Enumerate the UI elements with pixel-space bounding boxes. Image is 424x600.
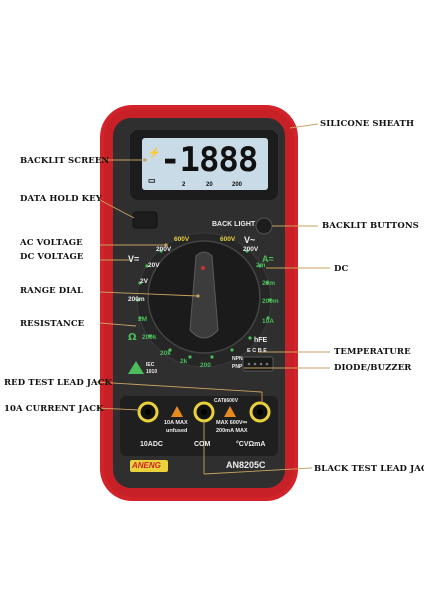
a-dc-symbol: A= — [262, 254, 274, 264]
callout-black-test-lead-jack: BLACK TEST LEAD JACK — [314, 464, 424, 474]
v-ac-symbol: V~ — [244, 235, 256, 245]
range-200v-right: 200V — [243, 246, 259, 253]
range-600v-ac: 600V — [174, 236, 190, 243]
jack-panel — [120, 396, 278, 456]
iec-label: IEC — [146, 362, 155, 368]
range-2v: 2V — [140, 278, 148, 285]
callout-silicone-sheath: SILICONE SHEATH — [320, 119, 415, 129]
port-10adc: 10ADC — [140, 441, 163, 448]
range-200m-a: 200m — [262, 298, 279, 305]
lcd-scale-200: 200 — [232, 182, 243, 188]
dial-knob-grip[interactable] — [189, 251, 219, 339]
hfe-label: hFE — [254, 337, 268, 344]
jack-10a-warning: 10A MAX — [164, 420, 188, 426]
leader-lines — [95, 123, 330, 475]
range-2m-ohm: 2M — [138, 316, 148, 323]
range-200k: 200k — [142, 334, 157, 341]
warning-triangle-icon — [128, 361, 144, 374]
range-200v-left: 200V — [156, 246, 172, 253]
range-200-ohm: 200 — [200, 362, 211, 369]
lightning-icon: ⚡ — [148, 146, 160, 159]
lcd-screen — [142, 138, 268, 190]
callout-ac-voltage: AC VOLTAGE — [20, 238, 83, 248]
range-2m-a: 2m — [256, 262, 266, 269]
data-hold-key[interactable] — [132, 211, 158, 229]
callout-red-test-lead-jack: RED TEST LEAD JACK — [4, 378, 113, 388]
lcd-scale-20: 20 — [206, 182, 213, 188]
brand-logo: ANENG — [132, 461, 161, 470]
callout-data-hold-key: DATA HOLD KEY — [20, 194, 102, 204]
range-200m-v: 200m — [128, 296, 145, 303]
callout-backlit-buttons: BACKLIT BUTTONS — [322, 221, 419, 231]
callout-dc-voltage: DC VOLTAGE — [20, 252, 84, 262]
range-10a: 10A — [262, 318, 274, 325]
range-20v: 20V — [148, 262, 160, 269]
dial-ticks — [136, 249, 272, 359]
range-2k: 2k — [180, 358, 188, 365]
lcd-scale-2: 2 — [182, 182, 186, 188]
npn-label: NPN — [232, 356, 243, 362]
range-20k: 20k — [160, 350, 171, 357]
v-dc-symbol: V= — [128, 254, 140, 264]
callout-dc: DC — [334, 264, 349, 274]
callout-backlit-screen: BACKLIT SCREEN — [20, 156, 110, 166]
model-number: AN8205C — [226, 460, 266, 470]
lcd-scale: 2 20 200 — [178, 182, 264, 191]
callout-temperature: TEMPERATURE — [334, 347, 411, 357]
ecbe-label: E C B E — [247, 348, 267, 354]
back-light-label: BACK LIGHT — [212, 221, 256, 228]
cat-rating: CATⅡ600V — [214, 398, 239, 404]
callout-resistance: RESISTANCE — [20, 319, 85, 329]
range-20m: 20m — [262, 280, 276, 287]
callout-10a-current-jack: 10A CURRENT JACK — [4, 404, 104, 414]
callout-range-dial: RANGE DIAL — [20, 286, 84, 296]
backlight-button[interactable] — [255, 217, 273, 235]
port-com: COM — [194, 441, 211, 448]
jack-10a-unfused: unfused — [166, 428, 188, 434]
battery-icon: ▭ — [148, 176, 156, 185]
callout-diode-buzzer: DIODE/BUZZER — [334, 363, 412, 373]
jack-warning-icon-right — [224, 406, 236, 417]
lcd-digits: -1888 — [160, 140, 258, 180]
iec-number: 1010 — [146, 369, 158, 375]
jack-v-warning: MAX 600V⎓ — [216, 420, 247, 426]
brand-plate — [130, 460, 168, 472]
port-vma: °CVΩmA — [236, 441, 266, 448]
pnp-label: PNP — [232, 364, 243, 370]
hfe-socket[interactable] — [242, 356, 274, 372]
jack-warning-icon-left — [171, 406, 183, 417]
jack-ma-warning: 200mA MAX — [216, 428, 248, 434]
range-600v-dc: 600V — [220, 236, 236, 243]
ohm-symbol: Ω — [128, 332, 137, 343]
